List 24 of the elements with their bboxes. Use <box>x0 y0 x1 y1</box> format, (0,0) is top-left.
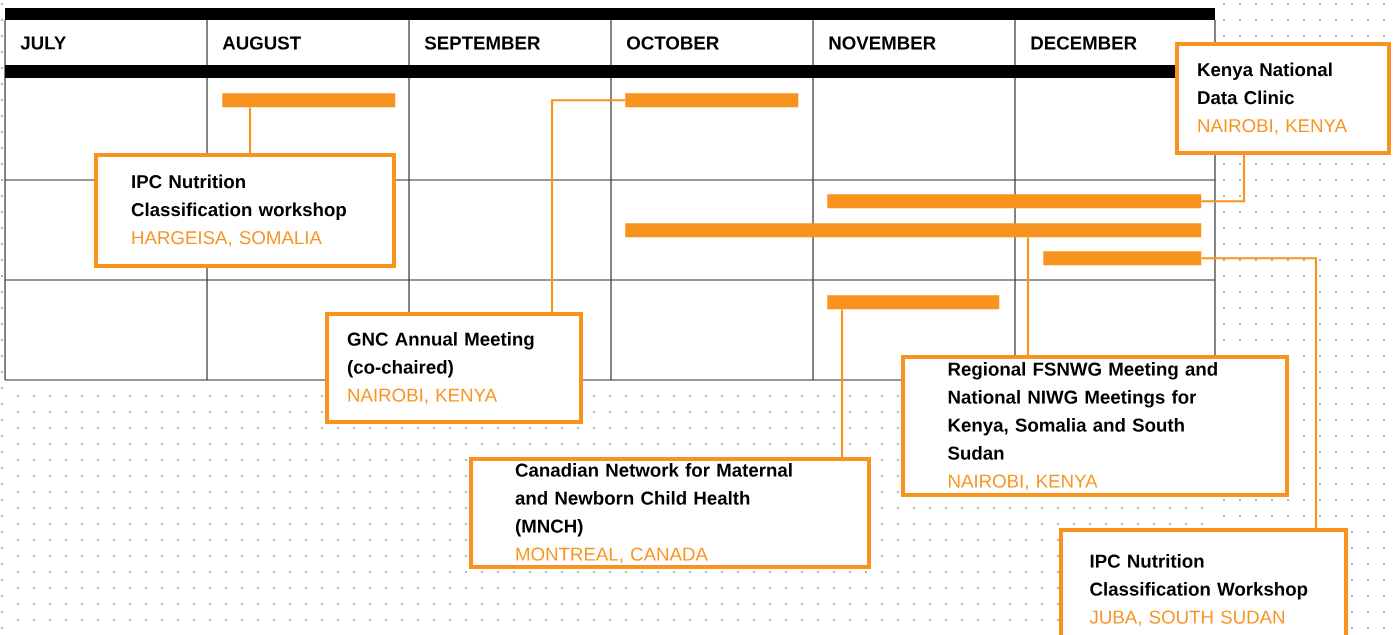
month-header: OCTOBER <box>627 36 719 50</box>
month-header: JULY <box>20 36 66 50</box>
timeline-bar <box>827 194 1202 209</box>
leader-line <box>1201 155 1246 203</box>
timeline-bar <box>827 295 1000 310</box>
leader-line <box>550 99 625 312</box>
event-box: Kenya National Data Clinic NAIROBI, KENYA <box>1175 42 1391 155</box>
event-box: IPC Nutrition Classification Workshop JUBA, SOUTH SUDAN <box>1059 528 1348 635</box>
timeline-bar <box>1043 251 1202 266</box>
event-box: GNC Annual Meeting (co-chaired) NAIROBI, KENYA <box>325 312 583 424</box>
leader-line <box>1201 257 1318 528</box>
leader-line <box>248 107 252 153</box>
timeline-bar <box>222 93 396 108</box>
month-header: NOVEMBER <box>829 36 936 50</box>
timeline-bar <box>625 93 799 108</box>
leader-line <box>1026 237 1030 355</box>
timeline-bar <box>625 223 1202 238</box>
event-box: Regional FSNWG Meeting and National NIWG Meetings for Kenya, Somalia and South Sudan NAIROBI, KENYA <box>901 355 1289 497</box>
month-header: AUGUST <box>222 36 301 50</box>
event-box: IPC Nutrition Classification workshop HARGEISA, SOMALIA <box>94 153 396 268</box>
leader-line <box>840 309 844 457</box>
month-header: DECEMBER <box>1031 36 1137 50</box>
event-box: Canadian Network for Maternal and Newborn Child Health (MNCH) MONTREAL, CANADA <box>469 457 871 569</box>
month-header: SEPTEMBER <box>424 36 541 50</box>
